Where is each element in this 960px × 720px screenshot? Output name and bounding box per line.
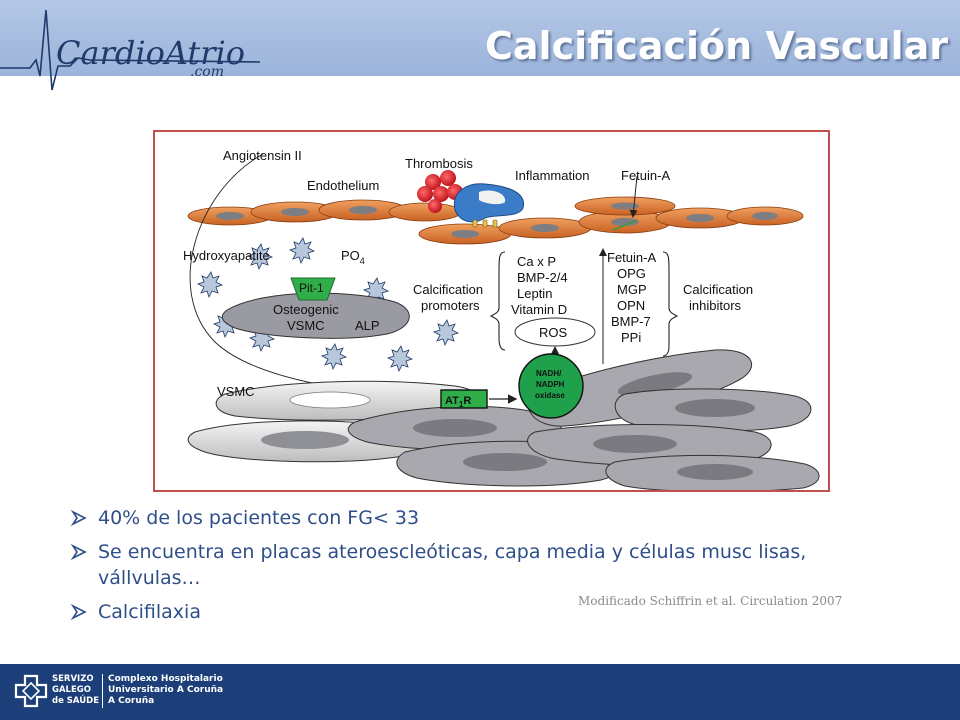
pit1-transporter bbox=[290, 277, 336, 301]
svg-text:AT1R: AT1R bbox=[445, 395, 471, 409]
figure-diagram: Angiotensin II Thrombosis Endothelium In… bbox=[183, 148, 820, 490]
ecg-line-icon bbox=[0, 9, 260, 91]
footer-divider bbox=[102, 674, 103, 708]
svg-text:PO4: PO4 bbox=[341, 248, 365, 266]
footer-band: SERVIZO GALEGO de SAÚDE Complexo Hospita… bbox=[0, 664, 960, 720]
nadph-oxidase bbox=[518, 353, 584, 419]
bullet-item: Se encuentra en placas ateroescleóticas,… bbox=[70, 539, 890, 591]
label-inflammation: Inflammation bbox=[515, 168, 589, 183]
label-angiotensin: Angiotensin II bbox=[223, 148, 302, 163]
sergas-line: de SAÚDE bbox=[52, 696, 100, 706]
label-hydroxyapatite: Hydroxyapatite bbox=[183, 248, 270, 263]
sergas-cross-icon bbox=[14, 674, 48, 708]
fetuin-binding-line bbox=[612, 219, 638, 231]
label-thrombosis: Thrombosis bbox=[405, 156, 473, 171]
label-endothelium: Endothelium bbox=[307, 178, 379, 193]
inhibitor-5: PPi bbox=[621, 330, 641, 345]
sergas-name: SERVIZO GALEGO de SAÚDE bbox=[52, 674, 99, 707]
label-alp: ALP bbox=[355, 318, 380, 333]
hospital-name: Complexo Hospitalario Universitario A Co… bbox=[108, 674, 223, 707]
label-vsmc: VSMC bbox=[217, 384, 255, 399]
citation: Modificado Schiffrin et al. Circulation … bbox=[578, 594, 843, 608]
label-pit1: Pit-1 bbox=[299, 281, 324, 295]
logo-text: CardioAtrio bbox=[56, 34, 246, 72]
at1r-receptor bbox=[440, 389, 488, 409]
cardioatrio-logo: CardioAtrio .com bbox=[0, 0, 260, 100]
bullet-list: 40% de los pacientes con FG< 33 Se encue… bbox=[70, 505, 890, 633]
label-fetuin-top: Fetuin-A bbox=[621, 168, 670, 183]
label-at1r-sub: 1 bbox=[459, 400, 464, 409]
label-calc-promoters-1: Calcification bbox=[413, 282, 483, 297]
promoter-0: Ca x P bbox=[517, 254, 556, 269]
label-osteogenic: Osteogenic bbox=[273, 302, 339, 317]
hospital-line: Complexo Hospitalario bbox=[108, 674, 223, 684]
sergas-line: SERVIZO bbox=[52, 674, 94, 684]
label-nadph-2: NADPH bbox=[536, 380, 565, 389]
inflammation-monocyte bbox=[453, 183, 524, 228]
label-calc-inhibitors-1: Calcification bbox=[683, 282, 753, 297]
vascular-calcification-figure: Angiotensin II Thrombosis Endothelium In… bbox=[153, 130, 830, 492]
inhibitor-0: Fetuin-A bbox=[607, 250, 656, 265]
promoter-2: Leptin bbox=[517, 286, 552, 301]
label-at1r: AT bbox=[445, 395, 459, 407]
promoter-1: BMP-2/4 bbox=[517, 270, 568, 285]
label-at1r-end: R bbox=[463, 395, 471, 407]
page-title: Calcificación Vascular bbox=[485, 24, 948, 68]
arrow-bullet-icon bbox=[70, 509, 87, 527]
vsmc-layer bbox=[187, 349, 820, 490]
figure-labels: Angiotensin II Thrombosis Endothelium In… bbox=[183, 148, 753, 409]
sergas-line: GALEGO bbox=[52, 685, 91, 695]
inhibitors-bracket bbox=[662, 251, 679, 357]
inhibitor-1: OPG bbox=[617, 266, 646, 281]
arrow-bullet-icon bbox=[70, 543, 87, 561]
header-band bbox=[0, 0, 960, 76]
bullet-item: Calcifilaxia bbox=[70, 599, 890, 625]
fetuin-arrow bbox=[629, 175, 638, 218]
inhibitor-3: OPN bbox=[617, 298, 645, 313]
bullet-item: 40% de los pacientes con FG< 33 bbox=[70, 505, 890, 531]
logo-subtext: .com bbox=[190, 64, 224, 80]
inhibitor-4: BMP-7 bbox=[611, 314, 651, 329]
inhibitor-2: MGP bbox=[617, 282, 647, 297]
bullet-text: Se encuentra en placas ateroescleóticas,… bbox=[98, 541, 807, 589]
hospital-line: A Coruña bbox=[108, 696, 155, 706]
label-po4: PO bbox=[341, 248, 360, 263]
label-nadph-1: NADH/ bbox=[536, 369, 562, 378]
label-nadph-3: oxidase bbox=[535, 391, 565, 400]
hospital-line: Universitario A Coruña bbox=[108, 685, 224, 695]
bullet-text: Calcifilaxia bbox=[98, 601, 201, 623]
label-calc-inhibitors-2: inhibitors bbox=[689, 298, 742, 313]
hydroxyapatite-crystals bbox=[196, 237, 460, 373]
bullet-text: 40% de los pacientes con FG< 33 bbox=[98, 507, 420, 529]
label-ros: ROS bbox=[539, 325, 568, 340]
endothelium-cells bbox=[187, 196, 804, 245]
promoters-bracket bbox=[489, 251, 506, 351]
label-calc-promoters-2: promoters bbox=[421, 298, 480, 313]
label-po4-sub: 4 bbox=[360, 256, 365, 266]
arrow-bullet-icon bbox=[70, 603, 87, 621]
label-vsmc-inner: VSMC bbox=[287, 318, 325, 333]
promoter-3: Vitamin D bbox=[511, 302, 567, 317]
